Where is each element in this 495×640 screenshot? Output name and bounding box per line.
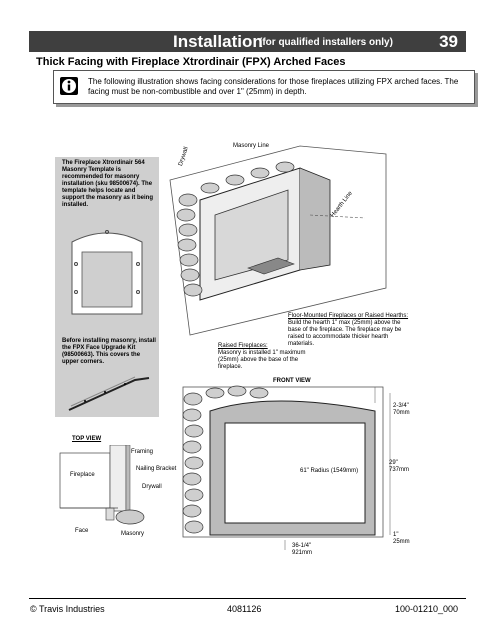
header-subtitle: (for qualified installers only): [259, 37, 393, 48]
dim-top-b: 70mm: [393, 410, 410, 416]
dim-bot-a: 1": [393, 532, 399, 538]
raised-note-title: Raised Fireplaces:: [218, 343, 268, 349]
info-box: The following illustration shows facing …: [53, 70, 475, 104]
label-masonry-line: Masonry Line: [233, 143, 270, 149]
label-drywall-top: Drywall: [142, 484, 162, 490]
top-view-drawing: [59, 445, 145, 525]
front-view-drawing: [182, 385, 391, 550]
info-text: The following illustration shows facing …: [88, 77, 459, 96]
dim-h-b: 737mm: [389, 467, 410, 473]
raised-note-text: Masonry is installed 1" maximum (25mm) a…: [218, 350, 306, 370]
raised-note: Raised Fireplaces: Masonry is installed …: [218, 343, 308, 371]
page-number: 39: [439, 32, 458, 51]
footer-right: 100-01210_000: [395, 604, 459, 614]
top-view-label: TOP VIEW: [72, 436, 102, 442]
label-nailing-bracket: Nailing Bracket: [136, 466, 177, 472]
header-title: Installation: [173, 32, 263, 51]
section-title: Thick Facing with Fireplace Xtrordinair …: [36, 56, 346, 68]
upgrade-note: Before installing masonry, install the F…: [62, 338, 156, 365]
dim-w-b: 921mm: [292, 550, 313, 556]
template-drawing: [71, 230, 143, 315]
isometric-fireplace-drawing: [169, 145, 387, 336]
template-note: The Fireplace Xtrordinair 564 Masonry Te…: [62, 160, 154, 208]
info-icon: [60, 77, 78, 95]
footer-center: 4081126: [227, 604, 262, 614]
upgrade-kit-drawing: [68, 376, 150, 411]
floor-note-title: Floor-Mounted Fireplaces or Raised Heart…: [288, 313, 409, 319]
dim-h-a: 29": [389, 460, 398, 466]
dim-w-a: 36-1/4": [292, 543, 312, 549]
floor-note: Floor-Mounted Fireplaces or Raised Heart…: [288, 313, 413, 348]
label-fireplace: Fireplace: [70, 472, 95, 478]
footer-left: © Travis Industries: [30, 604, 105, 614]
dim-top-a: 2-3/4": [393, 403, 409, 409]
page-header: Installation (for qualified installers o…: [29, 31, 466, 52]
radius-label: 61" Radius (1549mm): [300, 468, 359, 474]
dim-bot-b: 25mm: [393, 539, 410, 545]
front-view-label: FRONT VIEW: [273, 378, 311, 384]
label-face: Face: [75, 528, 89, 534]
footer-rule: [29, 598, 466, 599]
label-masonry: Masonry: [121, 531, 145, 537]
label-framing: Framing: [131, 449, 154, 455]
floor-note-text: Build the hearth 1" max (25mm) above the…: [288, 320, 402, 347]
